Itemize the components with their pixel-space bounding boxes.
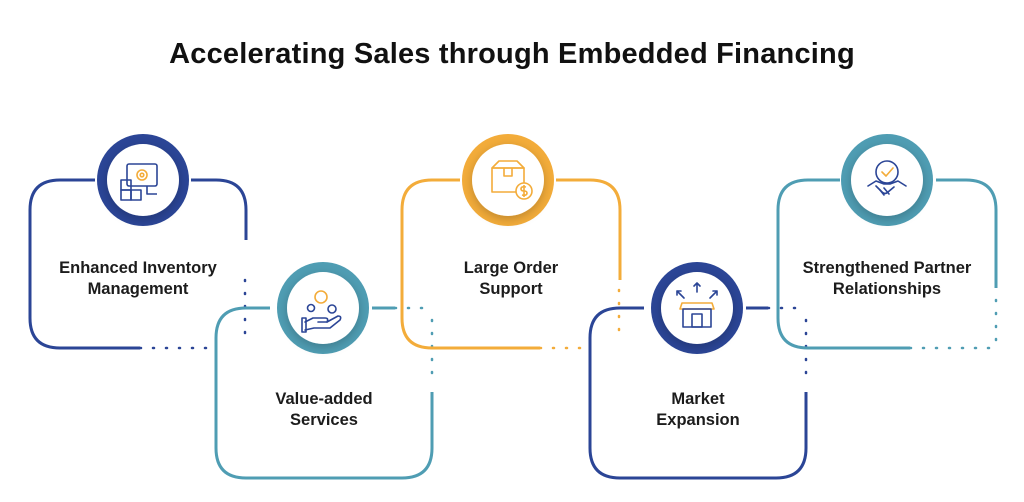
step-label-5: Strengthened Partner Relationships xyxy=(802,259,972,298)
step-label-3: Large Order Support xyxy=(463,259,559,298)
step-card-2 xyxy=(214,262,434,480)
page-title: Accelerating Sales through Embedded Fina… xyxy=(169,38,855,70)
step-label-4: Market Expansion xyxy=(656,390,740,429)
handshake-check-icon xyxy=(867,160,907,196)
inventory-monitor-gear-icon xyxy=(120,163,158,201)
hand-coins-service-icon xyxy=(301,290,342,333)
box-dollar-icon xyxy=(491,160,533,200)
dotted-connectors xyxy=(138,278,998,382)
step-label-1: Enhanced Inventory Management xyxy=(59,259,217,298)
step-card-4 xyxy=(588,262,808,480)
storefront-arrows-icon xyxy=(676,282,718,328)
step-card-1 xyxy=(28,134,248,350)
step-card-3 xyxy=(400,134,622,350)
step-label-2: Value-added Services xyxy=(275,390,373,429)
step-card-5 xyxy=(776,134,998,350)
